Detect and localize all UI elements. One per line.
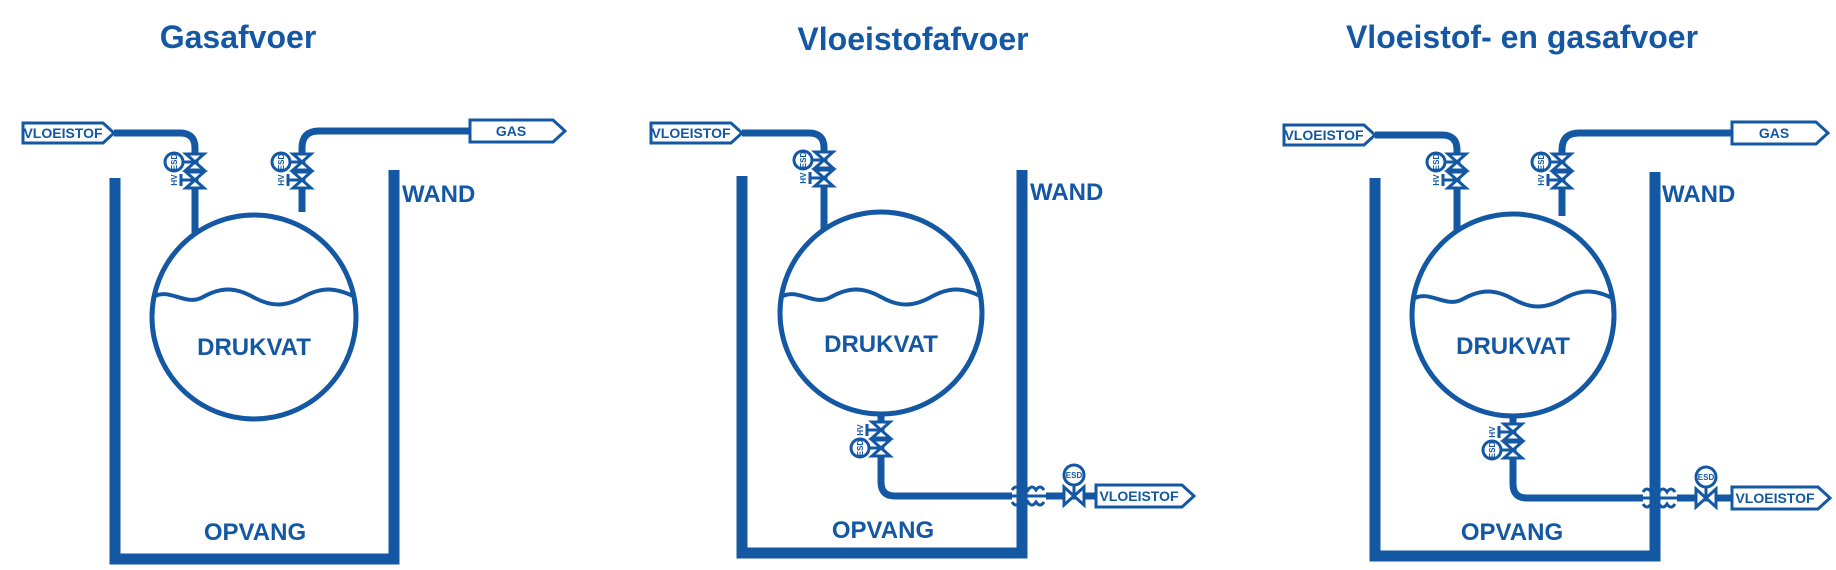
gas-valve-assembly: ESD HV	[270, 151, 313, 190]
hv-label: HV	[170, 174, 179, 186]
esd-label: ESD	[856, 440, 865, 457]
esd-label: ESD	[1698, 473, 1715, 482]
pressure-vessel	[1409, 211, 1617, 419]
pressure-vessel	[149, 212, 359, 422]
vessel-label: DRUKVAT	[1456, 333, 1570, 360]
outlet-tag: VLOEISTOF	[1735, 490, 1815, 506]
gas-pipe	[1558, 129, 1732, 216]
vessel-label: DRUKVAT	[824, 331, 938, 358]
inlet-pipe	[114, 129, 199, 246]
wall-penetration-bellows	[1010, 485, 1046, 507]
drain-pipe	[877, 414, 1012, 500]
esd-label: ESD	[1432, 154, 1441, 171]
pressure-vessel	[777, 209, 985, 417]
inlet-pipe	[1375, 131, 1461, 248]
inlet-tag-shape	[649, 121, 745, 145]
panel-title: Vloeistof- en gasafvoer	[1346, 19, 1698, 55]
inlet-valve-assembly: ESD HV	[1425, 151, 1468, 190]
hv-label: HV	[277, 174, 286, 186]
esd-label: ESD	[1488, 442, 1497, 459]
wall-penetration-bellows	[1641, 487, 1677, 509]
gas-tag: GAS	[1759, 125, 1789, 141]
outlet-tag-shape	[1730, 485, 1833, 511]
wall-label: WAND	[402, 181, 475, 208]
inlet-tag-shape	[1282, 123, 1378, 147]
wall-label: WAND	[1030, 179, 1103, 206]
catch-label: OPVANG	[204, 519, 306, 546]
wall-label: WAND	[1662, 181, 1735, 208]
catch-label: OPVANG	[1461, 519, 1563, 546]
outlet-tag-shape	[1094, 483, 1197, 509]
panel-title: Vloeistofafvoer	[797, 21, 1028, 57]
esd-label: ESD	[799, 152, 808, 169]
esd-label: ESD	[1537, 154, 1546, 171]
inlet-tag: VLOEISTOF	[651, 125, 731, 141]
inlet-valve-assembly: ESD HV	[792, 149, 835, 188]
hv-label: HV	[1537, 174, 1546, 186]
gas-valve-assembly: ESD HV	[1530, 151, 1573, 190]
catch-label: OPVANG	[832, 517, 934, 544]
hv-label: HV	[1432, 174, 1441, 186]
inlet-tag-shape	[21, 121, 117, 145]
liquid-level-wave	[779, 287, 983, 307]
liquid-level-wave	[1411, 289, 1615, 309]
drain-valve-assembly: HV ESD	[1481, 422, 1526, 461]
inlet-pipe	[742, 129, 828, 245]
outlet-tag: VLOEISTOF	[1099, 488, 1179, 504]
inlet-valve-assembly: ESD HV	[163, 151, 206, 190]
hv-label: HV	[856, 424, 865, 436]
panel-vloeistof-en-gasafvoer: Vloeistof- en gasafvoer WAND OPVANG VLOE…	[1282, 19, 1833, 562]
hv-label: HV	[799, 172, 808, 184]
esd-label: ESD	[170, 154, 179, 171]
outlet-esd-valve: ESD	[1062, 463, 1086, 507]
vessel-label: DRUKVAT	[197, 334, 311, 361]
catch-basin-wall	[1369, 172, 1661, 562]
catch-basin-wall	[736, 170, 1028, 559]
esd-label: ESD	[1066, 471, 1083, 480]
inlet-tag: VLOEISTOF	[1284, 127, 1364, 143]
hv-label: HV	[1488, 426, 1497, 438]
panel-gasafvoer: Gasafvoer WAND OPVANG VLOEISTOF GAS DRUK…	[21, 19, 568, 565]
esd-label: ESD	[277, 154, 286, 171]
panel-vloeistofafvoer: Vloeistofafvoer WAND OPVANG VLOEISTOF DR…	[649, 21, 1197, 559]
panel-title: Gasafvoer	[160, 19, 317, 55]
liquid-level-wave	[151, 287, 356, 307]
gas-tag-shape	[468, 118, 568, 144]
outlet-esd-valve: ESD	[1694, 465, 1718, 509]
gas-tag: GAS	[496, 123, 526, 139]
drain-valve-assembly: HV ESD	[849, 420, 894, 459]
gas-pipe	[298, 127, 470, 212]
catch-basin-wall	[109, 170, 400, 565]
drain-pipe	[1509, 416, 1643, 502]
inlet-tag: VLOEISTOF	[23, 125, 103, 141]
gas-tag-shape	[1730, 120, 1831, 146]
